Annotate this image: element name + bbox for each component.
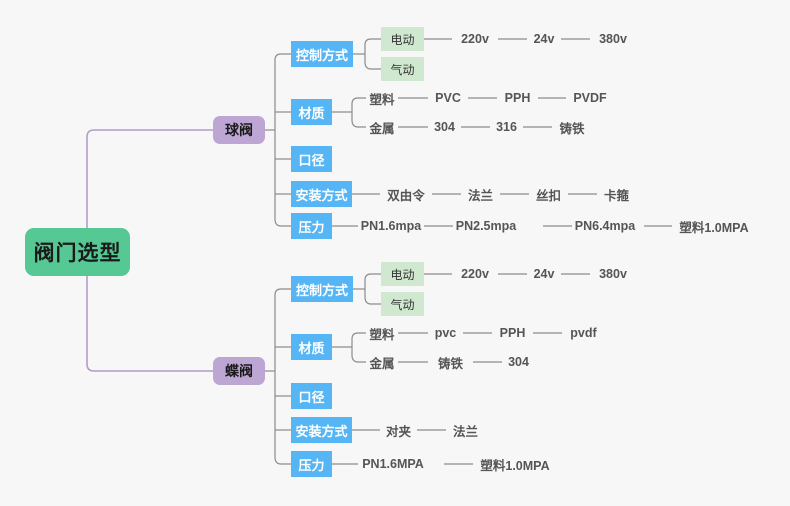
leaf-qiufa-pressure-4[interactable]: 塑料1.0MPA <box>679 220 749 235</box>
leaf-qiufa-pressure-3[interactable]: PN6.4mpa <box>574 219 636 233</box>
topic-diefa-diameter[interactable]: 口径 <box>291 383 332 409</box>
leaf-diefa-plastic-pvdf[interactable]: pvdf <box>570 326 597 340</box>
leaf-qiufa-plastic-pvc[interactable]: PVC <box>435 91 461 105</box>
leaf-diefa-plastic[interactable]: 塑料 <box>369 327 395 342</box>
leaf-qiufa-pneumatic[interactable]: 气动 <box>381 57 424 81</box>
leaf-diefa-plastic-pph[interactable]: PPH <box>499 326 526 340</box>
leaf-diefa-electric-24v[interactable]: 24v <box>533 267 555 281</box>
branch-node-diefa[interactable]: 蝶阀 <box>213 357 265 385</box>
leaf-diefa-electric-220v[interactable]: 220v <box>461 267 489 281</box>
topic-diefa-pressure[interactable]: 压力 <box>291 451 332 477</box>
leaf-qiufa-plastic-pph[interactable]: PPH <box>504 91 531 105</box>
leaf-qiufa-metal-316[interactable]: 316 <box>496 120 517 134</box>
topic-diefa-material[interactable]: 材质 <box>291 334 332 360</box>
leaf-diefa-plastic-pvc[interactable]: pvc <box>434 326 457 340</box>
topic-qiufa-install-method[interactable]: 安装方式 <box>291 181 352 207</box>
leaf-qiufa-electric-24v[interactable]: 24v <box>533 32 555 46</box>
leaf-diefa-pneumatic[interactable]: 气动 <box>381 292 424 316</box>
leaf-qiufa-metal-304[interactable]: 304 <box>434 120 455 134</box>
leaf-qiufa-electric[interactable]: 电动 <box>381 27 424 51</box>
leaf-diefa-metal[interactable]: 金属 <box>369 356 395 371</box>
leaf-diefa-install-1[interactable]: 对夹 <box>385 424 411 439</box>
leaf-qiufa-plastic-pvdf[interactable]: PVDF <box>573 91 607 105</box>
leaf-diefa-metal-304[interactable]: 304 <box>508 355 529 369</box>
topic-qiufa-control-method[interactable]: 控制方式 <box>291 41 353 67</box>
leaf-diefa-metal-castiron[interactable]: 铸铁 <box>437 356 463 371</box>
leaf-diefa-electric-380v[interactable]: 380v <box>599 267 627 281</box>
topic-qiufa-diameter[interactable]: 口径 <box>291 146 332 172</box>
leaf-diefa-install-2[interactable]: 法兰 <box>452 424 478 439</box>
leaf-qiufa-metal[interactable]: 金属 <box>369 121 395 136</box>
leaf-qiufa-install-2[interactable]: 法兰 <box>467 188 493 203</box>
leaf-qiufa-electric-380v[interactable]: 380v <box>599 32 627 46</box>
topic-diefa-install-method[interactable]: 安装方式 <box>291 417 352 443</box>
leaf-qiufa-plastic[interactable]: 塑料 <box>369 92 395 107</box>
leaf-diefa-pressure-2[interactable]: 塑料1.0MPA <box>480 458 550 473</box>
topic-qiufa-pressure[interactable]: 压力 <box>291 213 332 239</box>
leaf-qiufa-install-1[interactable]: 双由令 <box>387 188 425 203</box>
leaf-qiufa-pressure-1[interactable]: PN1.6mpa <box>360 219 422 233</box>
topic-diefa-control-method[interactable]: 控制方式 <box>291 276 353 302</box>
leaf-qiufa-install-4[interactable]: 卡箍 <box>603 188 629 203</box>
leaf-qiufa-pressure-2[interactable]: PN2.5mpa <box>455 219 517 233</box>
leaf-qiufa-metal-castiron[interactable]: 铸铁 <box>559 121 585 136</box>
leaf-qiufa-install-3[interactable]: 丝扣 <box>535 188 561 203</box>
leaf-diefa-pressure-1[interactable]: PN1.6MPA <box>362 457 424 471</box>
leaf-diefa-electric[interactable]: 电动 <box>381 262 424 286</box>
branch-node-qiufa[interactable]: 球阀 <box>213 116 265 144</box>
leaf-qiufa-electric-220v[interactable]: 220v <box>461 32 489 46</box>
root-node[interactable]: 阀门选型 <box>25 228 130 276</box>
topic-qiufa-material[interactable]: 材质 <box>291 99 332 125</box>
